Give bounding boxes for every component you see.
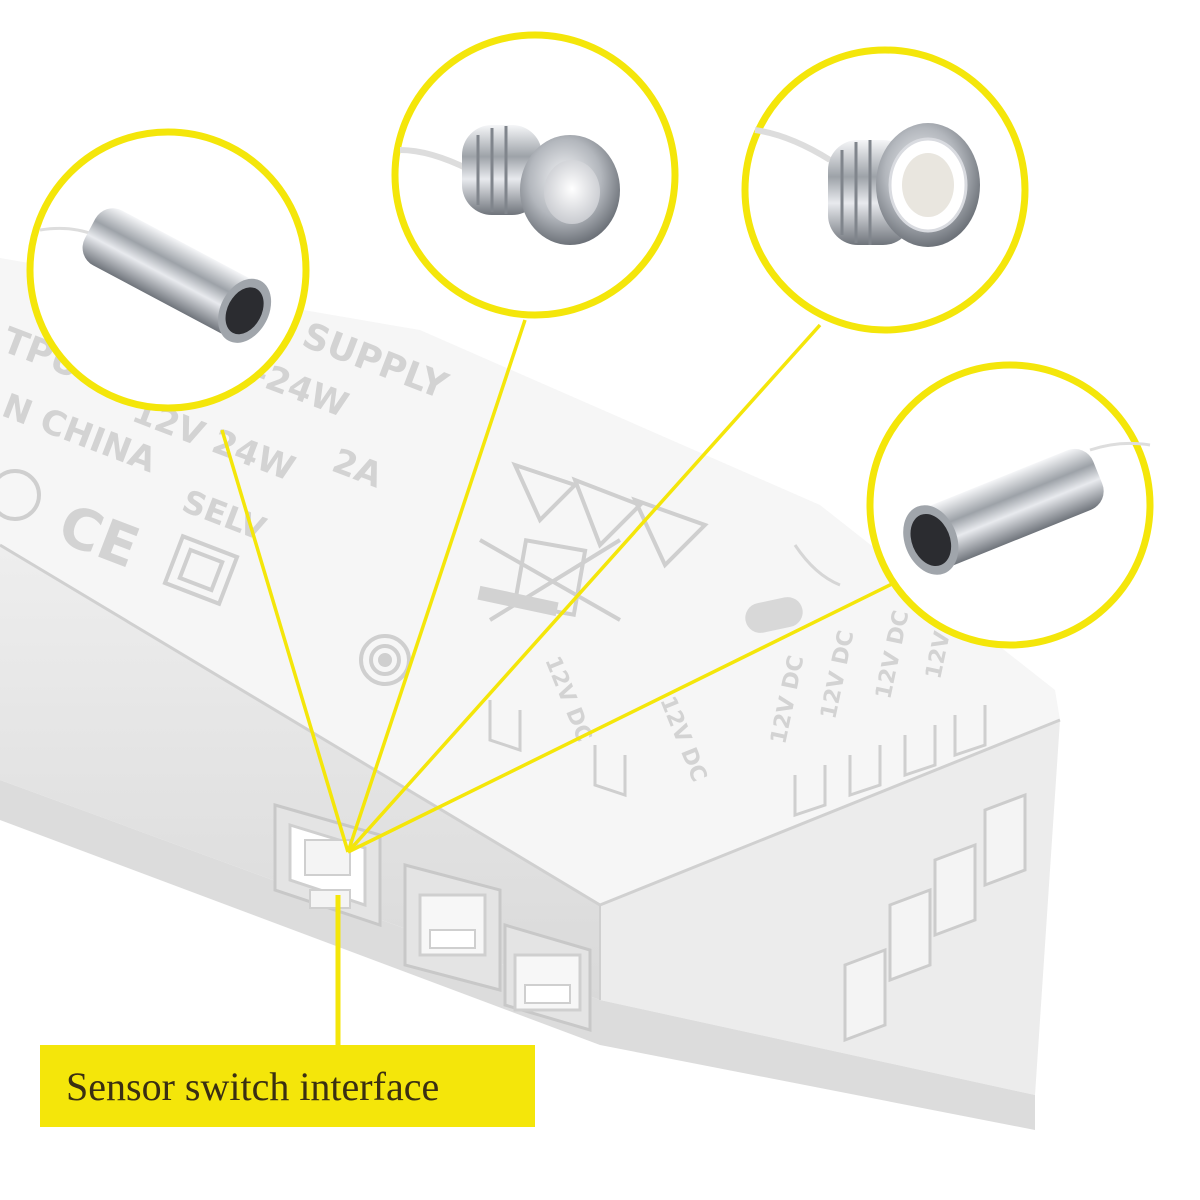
callout-cylinder-sensor-right [866,361,1154,649]
sensor-switch-interface-label: Sensor switch interface [66,1063,440,1109]
callout-lines [220,319,901,1050]
caption-box [40,1045,535,1127]
callout-line-2 [346,319,527,853]
recycling-bin-crossed-icon [477,537,622,622]
led-output-port-2 [503,922,592,1033]
side-ports [843,792,1027,1043]
callout-line-3 [346,323,822,854]
led-output-port-1 [403,863,502,992]
safety-mark-icon [0,469,41,521]
temperature-rating-triangles-icon [511,461,709,569]
cylinder-sensor-icon [903,448,1104,575]
double-insulation-icon [162,533,240,607]
callout-line-1 [220,429,350,853]
cylinder-sensor-icon [82,208,272,343]
callout-line-4 [347,578,901,854]
certification-marks [0,461,709,686]
touch-dimmer-sensor-icon [828,123,980,247]
callout-pir-sensor [391,31,679,319]
callout-cylinder-sensor-left [26,128,310,412]
pir-motion-sensor-icon [462,125,620,245]
callout-touch-sensor [741,46,1029,334]
speaker-symbol-icon [359,634,411,686]
